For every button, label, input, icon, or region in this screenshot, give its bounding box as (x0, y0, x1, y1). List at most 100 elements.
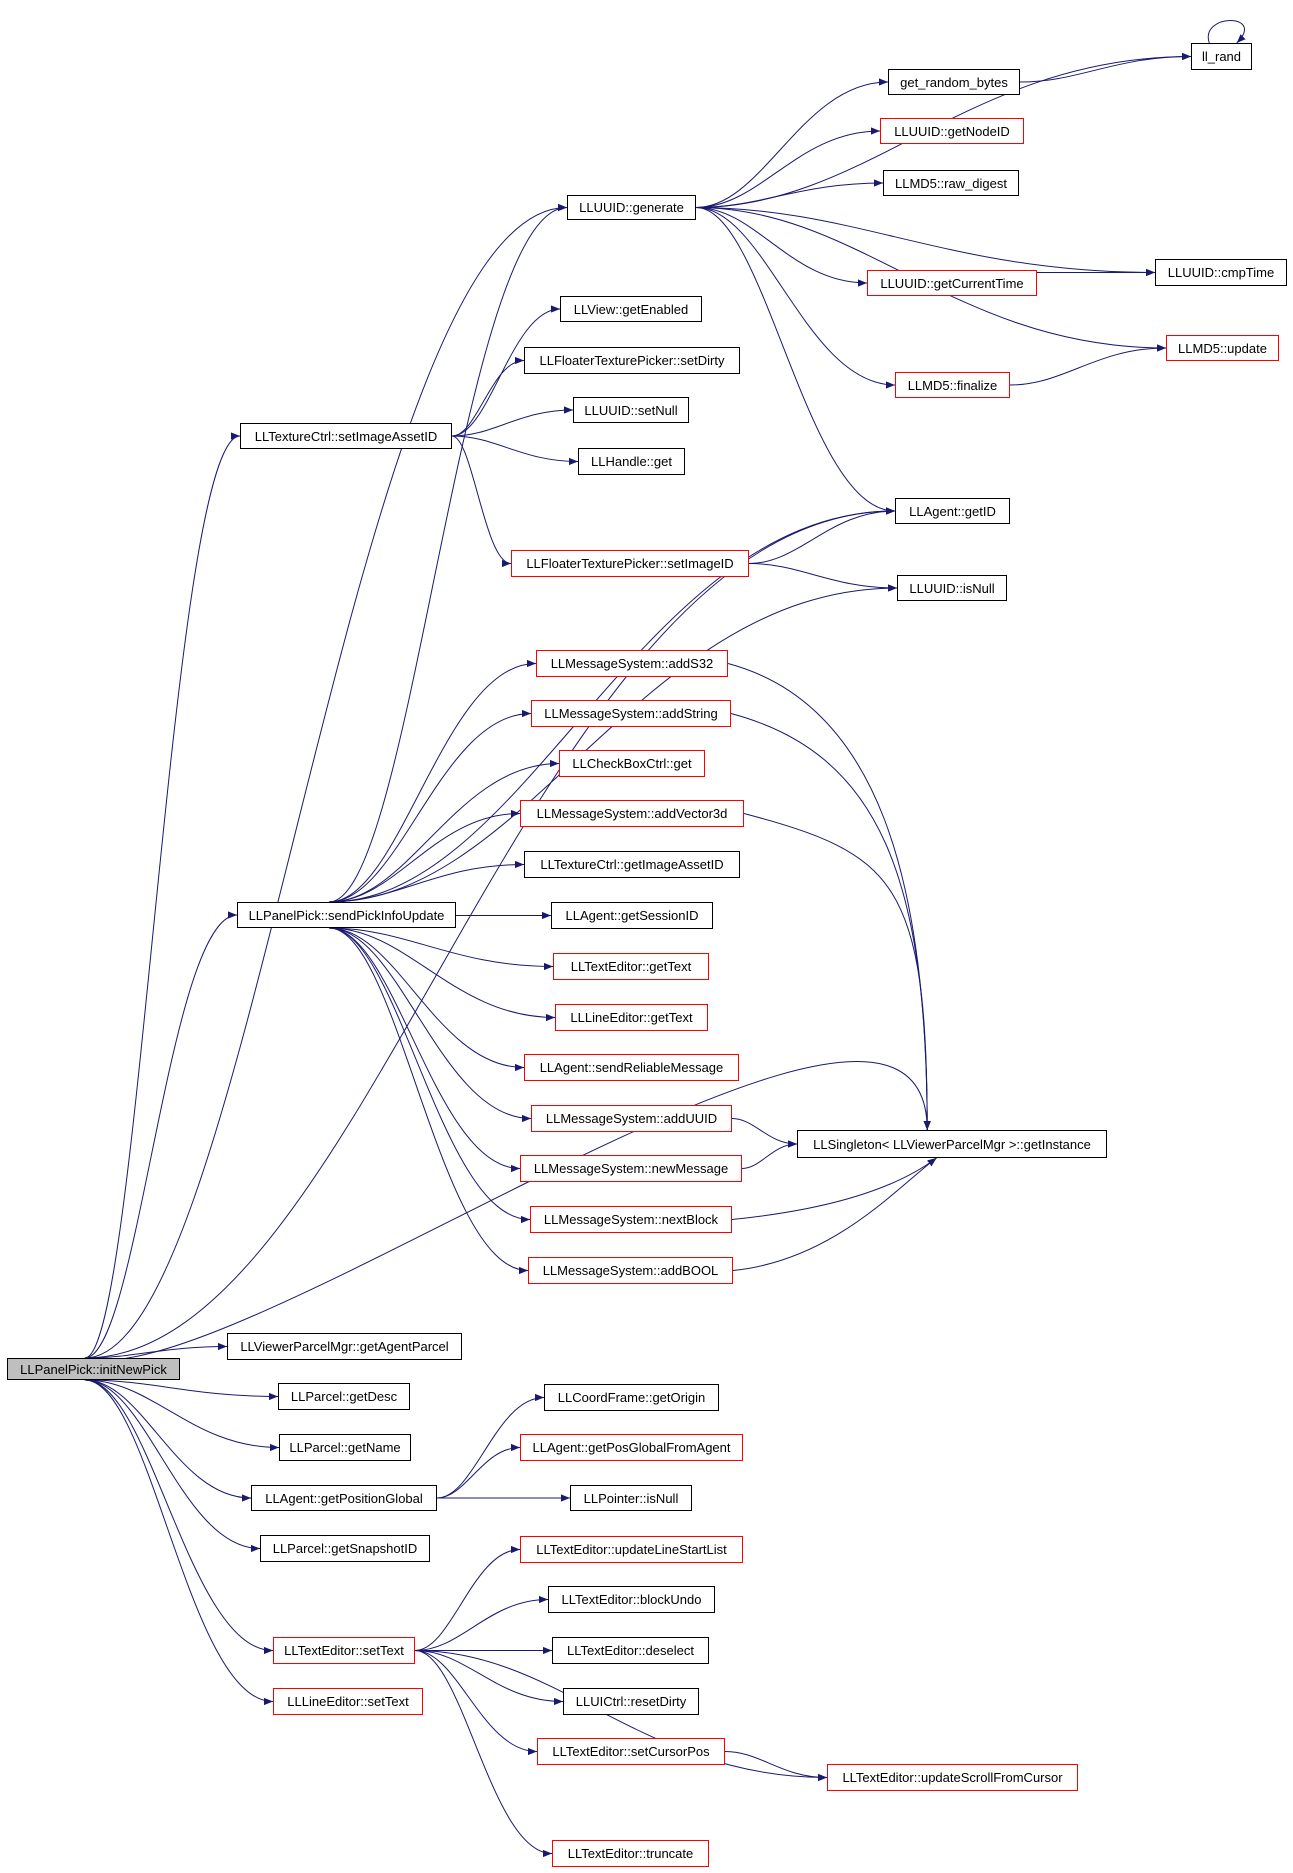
node-getEnabled[interactable]: LLView::getEnabled (560, 296, 702, 322)
node-getAgentParcel[interactable]: LLViewerParcelMgr::getAgentParcel (227, 1333, 462, 1360)
edge-addBOOL-to-getInstance (732, 1157, 937, 1271)
edge-generate-to-cmpTime (695, 207, 1156, 277)
edge-addVector3d-to-getInstance (743, 813, 931, 1131)
edge-sendPickInfoUpdate-to-checkGet (328, 759, 560, 903)
node-newMessage[interactable]: LLMessageSystem::newMessage (520, 1155, 742, 1182)
edge-initNewPick-to-getID (84, 507, 896, 1359)
edge-setImageID-to-uuidIsNull (748, 563, 898, 592)
node-leSetText[interactable]: LLLineEditor::setText (273, 1688, 423, 1715)
node-getName[interactable]: LLParcel::getName (279, 1434, 411, 1461)
node-addUUID[interactable]: LLMessageSystem::addUUID (531, 1105, 732, 1132)
node-addS32[interactable]: LLMessageSystem::addS32 (536, 650, 728, 677)
edge-initNewPick-to-getAgentParcel (84, 1342, 228, 1359)
node-ptrIsNull[interactable]: LLPointer::isNull (570, 1485, 692, 1511)
edge-addS32-to-getInstance (727, 663, 931, 1131)
edge-generate-to-get_random_bytes (695, 78, 889, 208)
edge-teSetText-to-truncate (414, 1650, 553, 1858)
edge-teSetText-to-blockUndo (414, 1595, 549, 1651)
node-getDesc[interactable]: LLParcel::getDesc (278, 1383, 410, 1410)
node-uuidIsNull[interactable]: LLUUID::isNull (897, 575, 1007, 601)
node-setCursorPos[interactable]: LLTextEditor::setCursorPos (537, 1738, 725, 1765)
edge-sendPickInfoUpdate-to-addUUID (328, 927, 532, 1123)
node-getNodeID[interactable]: LLUUID::getNodeID (880, 118, 1024, 144)
node-addString[interactable]: LLMessageSystem::addString (531, 700, 731, 727)
node-getID[interactable]: LLAgent::getID (895, 498, 1010, 524)
node-addVector3d[interactable]: LLMessageSystem::addVector3d (520, 800, 744, 827)
node-handleGet[interactable]: LLHandle::get (578, 448, 685, 475)
node-getPosGlobalFromAgent[interactable]: LLAgent::getPosGlobalFromAgent (520, 1434, 743, 1461)
node-teSetText[interactable]: LLTextEditor::setText (273, 1637, 415, 1664)
edge-initNewPick-to-teSetText (84, 1379, 274, 1655)
edge-generate-to-getNodeID (695, 127, 881, 208)
edge-generate-to-getCurrentTime (695, 207, 868, 287)
node-getImageAssetID[interactable]: LLTextureCtrl::getImageAssetID (524, 851, 740, 878)
edge-teSetText-to-setCursorPos (414, 1650, 538, 1756)
edge-initNewPick-to-getName (84, 1379, 280, 1452)
edge-teSetText-to-resetDirty (414, 1650, 564, 1706)
node-cmpTime[interactable]: LLUUID::cmpTime (1155, 259, 1287, 286)
node-blockUndo[interactable]: LLTextEditor::blockUndo (548, 1586, 715, 1613)
edge-sendPickInfoUpdate-to-addString (328, 709, 532, 903)
edge-sendPickInfoUpdate-to-uuidIsNull (328, 584, 898, 903)
node-nextBlock[interactable]: LLMessageSystem::nextBlock (530, 1206, 732, 1233)
edge-initNewPick-to-getPositionGlobal (84, 1379, 252, 1502)
edge-addString-to-getInstance (730, 713, 931, 1131)
edge-sendPickInfoUpdate-to-getImageAssetID (328, 860, 525, 903)
edge-getPositionGlobal-to-getOrigin (436, 1393, 545, 1499)
edge-initNewPick-to-generate (84, 203, 568, 1359)
node-checkGet[interactable]: LLCheckBoxCtrl::get (559, 750, 705, 777)
node-setImageAssetID[interactable]: LLTextureCtrl::setImageAssetID (240, 423, 452, 449)
node-truncate[interactable]: LLTextEditor::truncate (552, 1840, 709, 1867)
node-getSnapshotID[interactable]: LLParcel::getSnapshotID (260, 1535, 430, 1562)
node-sendPickInfoUpdate[interactable]: LLPanelPick::sendPickInfoUpdate (237, 902, 456, 928)
node-get_random_bytes[interactable]: get_random_bytes (888, 69, 1020, 95)
node-leGetText[interactable]: LLLineEditor::getText (555, 1004, 708, 1031)
node-initNewPick[interactable]: LLPanelPick::initNewPick (7, 1358, 180, 1380)
node-md5update[interactable]: LLMD5::update (1166, 335, 1279, 361)
node-resetDirty[interactable]: LLUICtrl::resetDirty (563, 1688, 699, 1715)
node-raw_digest[interactable]: LLMD5::raw_digest (883, 170, 1019, 196)
edge-setImageID-to-getID (748, 507, 896, 564)
edge-initNewPick-to-setImageAssetID (84, 432, 241, 1359)
edge-initNewPick-to-sendPickInfoUpdate (84, 911, 238, 1359)
edge-initNewPick-to-leSetText (84, 1379, 274, 1706)
edge-get_random_bytes-to-ll_rand (1019, 52, 1192, 83)
node-setNull[interactable]: LLUUID::setNull (573, 397, 689, 423)
edge-setImageAssetID-to-setDirty (451, 356, 525, 437)
edge-generate-to-md5finalize (695, 207, 896, 389)
node-sendReliableMessage[interactable]: LLAgent::sendReliableMessage (524, 1054, 739, 1081)
node-setImageID[interactable]: LLFloaterTexturePicker::setImageID (511, 550, 749, 577)
node-updateScrollFromCursor[interactable]: LLTextEditor::updateScrollFromCursor (827, 1764, 1078, 1791)
edge-initNewPick-to-getInstance (84, 1061, 931, 1361)
edge-initNewPick-to-getDesc (84, 1379, 279, 1401)
node-generate[interactable]: LLUUID::generate (567, 195, 696, 220)
edge-sendPickInfoUpdate-to-nextBlock (328, 927, 531, 1224)
edge-addUUID-to-getInstance (731, 1118, 798, 1148)
edge-setImageAssetID-to-handleGet (451, 435, 579, 466)
edge-initNewPick-to-getSnapshotID (84, 1379, 261, 1553)
node-getSessionID[interactable]: LLAgent::getSessionID (551, 902, 713, 929)
edge-getPositionGlobal-to-getPosGlobalFromAgent (436, 1443, 521, 1499)
node-getInstance[interactable]: LLSingleton< LLViewerParcelMgr >::getIns… (797, 1130, 1107, 1158)
node-teGetText[interactable]: LLTextEditor::getText (553, 953, 709, 980)
edge-sendPickInfoUpdate-to-sendReliableMessage (328, 927, 525, 1072)
node-getPositionGlobal[interactable]: LLAgent::getPositionGlobal (251, 1485, 437, 1511)
edge-setImageAssetID-to-setImageID (451, 435, 512, 568)
node-setDirty[interactable]: LLFloaterTexturePicker::setDirty (524, 347, 740, 374)
edge-nextBlock-to-getInstance (731, 1157, 937, 1220)
node-getOrigin[interactable]: LLCoordFrame::getOrigin (544, 1384, 719, 1411)
node-getCurrentTime[interactable]: LLUUID::getCurrentTime (867, 270, 1037, 296)
edge-sendPickInfoUpdate-to-addBOOL (328, 927, 529, 1275)
edge-setCursorPos-to-updateScrollFromCursor (724, 1751, 828, 1782)
node-deselect[interactable]: LLTextEditor::deselect (552, 1637, 709, 1664)
node-ll_rand[interactable]: ll_rand (1191, 43, 1252, 70)
edge-teSetText-to-updateLineStartList (414, 1545, 521, 1651)
node-addBOOL[interactable]: LLMessageSystem::addBOOL (528, 1257, 733, 1284)
node-md5finalize[interactable]: LLMD5::finalize (895, 372, 1010, 398)
edge-sendPickInfoUpdate-to-addVector3d (328, 809, 521, 903)
node-updateLineStartList[interactable]: LLTextEditor::updateLineStartList (520, 1536, 743, 1563)
edge-generate-to-getID (695, 207, 896, 515)
edge-sendPickInfoUpdate-to-generate (328, 203, 568, 903)
edge-sendPickInfoUpdate-to-teGetText (328, 927, 554, 971)
